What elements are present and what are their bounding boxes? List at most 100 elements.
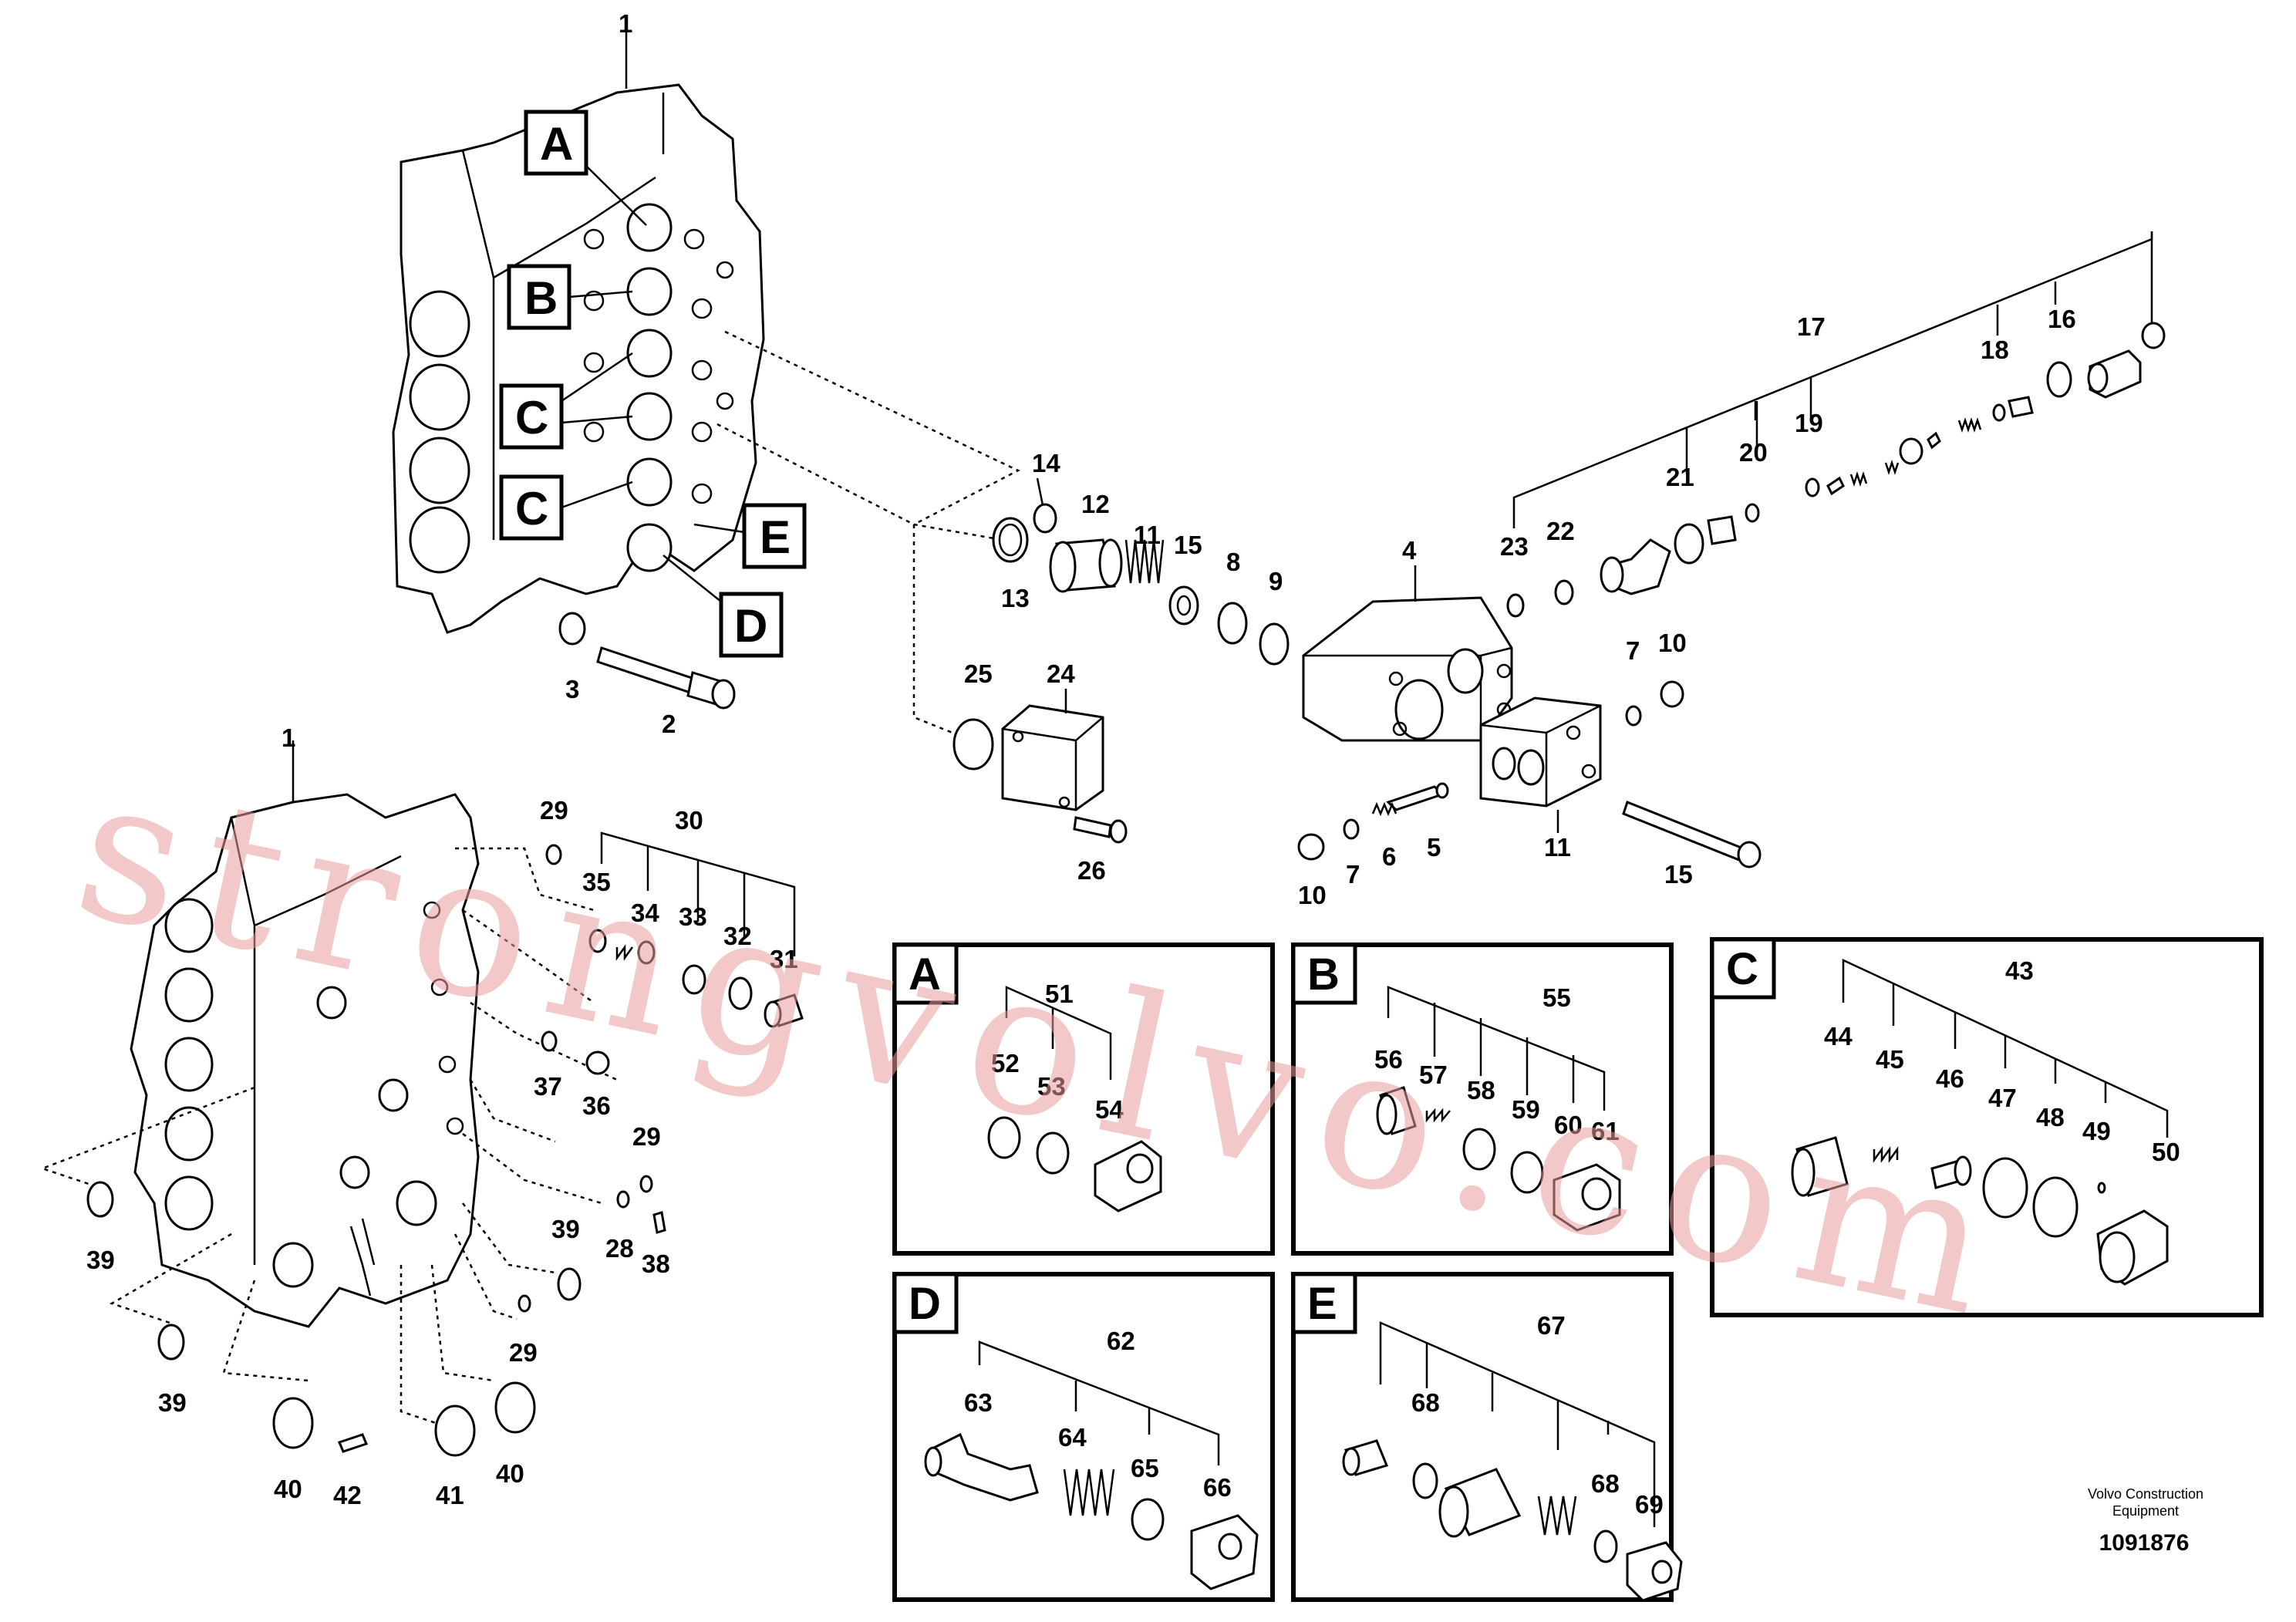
- part-label-53: 53: [1037, 1072, 1066, 1101]
- part-label-39-right: 39: [551, 1215, 580, 1243]
- part-label-40-right: 40: [496, 1459, 524, 1488]
- part-label-7-upper: 7: [1626, 636, 1640, 665]
- part-label-43: 43: [2005, 956, 2034, 985]
- part-label-30: 30: [675, 806, 703, 835]
- part-label-29-low: 29: [509, 1338, 538, 1367]
- part-label-24: 22: [1546, 517, 1575, 545]
- part-label-39-left: 39: [86, 1246, 115, 1274]
- part-label-57: 57: [1419, 1061, 1448, 1089]
- part-label-3: 3: [565, 675, 579, 703]
- svg-text:D: D: [734, 600, 767, 652]
- part-label-31: 31: [770, 945, 798, 973]
- part-label-12: 11: [1134, 521, 1161, 549]
- svg-text:B: B: [1307, 949, 1340, 1000]
- washer-icon: [558, 612, 586, 646]
- part-label-1: 1: [619, 9, 632, 38]
- spool-icon: [1049, 538, 1123, 593]
- bolt-icon: [596, 646, 736, 710]
- svg-text:E: E: [760, 511, 791, 563]
- part-label-68-lower: 68: [1591, 1469, 1620, 1498]
- part-label-58: 58: [1467, 1076, 1495, 1104]
- part-label-42: 42: [333, 1481, 362, 1509]
- part-label-56: 56: [1374, 1045, 1403, 1074]
- part-label-33: 33: [679, 902, 707, 931]
- callout-box-a: A: [524, 110, 647, 226]
- part-label-2: 2: [662, 710, 676, 738]
- part-label-40-left: 40: [274, 1475, 302, 1503]
- spring-icon: [1124, 539, 1165, 584]
- part-label-26: 24: [1047, 659, 1075, 688]
- detail-panel-a: A 51 52 53 54: [892, 943, 1275, 1256]
- valve-block-icon: [130, 793, 480, 1328]
- callout-box-d: D: [663, 555, 784, 658]
- part-label-17: 15: [1664, 860, 1693, 889]
- part-label-60: 60: [1554, 1111, 1583, 1139]
- part-label-29-top: 29: [540, 796, 568, 824]
- part-label-16: 15: [1174, 531, 1202, 559]
- callout-box-c-2: C: [499, 474, 633, 541]
- plug-icon: [1626, 1541, 1683, 1602]
- part-label-21: 19: [1795, 409, 1823, 437]
- part-label-19: 16: [2048, 305, 2076, 333]
- callout-box-b: B: [507, 264, 633, 330]
- part-label-47: 47: [1988, 1084, 2017, 1112]
- part-label-27: 25: [964, 659, 993, 688]
- part-label-54: 54: [1095, 1095, 1124, 1124]
- part-label-22: 20: [1739, 438, 1768, 467]
- part-label-39-bottom: 39: [158, 1388, 187, 1417]
- plug-icon: [1553, 1163, 1621, 1232]
- part-label-64: 64: [1058, 1423, 1087, 1452]
- part-label-65: 65: [1131, 1454, 1159, 1482]
- plug-icon: [764, 993, 804, 1028]
- detail-panel-b: B 55 56 57 58 59 60 61: [1291, 943, 1674, 1256]
- part-label-34: 34: [631, 899, 659, 927]
- valve-block-icon: [1479, 696, 1602, 808]
- plug-icon: [2087, 349, 2142, 399]
- drawing-number: 1091876: [2099, 1530, 2190, 1556]
- part-label-25: 23: [1500, 532, 1529, 561]
- part-label-29-mid: 29: [632, 1122, 661, 1151]
- part-label-68-upper: 68: [1411, 1388, 1440, 1417]
- callout-box-e: E: [693, 503, 807, 569]
- detail-panel-c: C 43 44 45 46 47 48 49 50: [1710, 937, 2264, 1317]
- part-label-15: 14: [1032, 449, 1060, 477]
- part-label-1-bottom: 1: [282, 723, 295, 752]
- valve-block-icon: [1302, 596, 1513, 742]
- part-label-14: 13: [1001, 584, 1030, 612]
- seat-icon: [1168, 585, 1199, 626]
- part-label-63: 63: [964, 1388, 993, 1417]
- svg-text:B: B: [524, 272, 558, 324]
- callout-box-c-1: C: [499, 352, 633, 450]
- part-label-5: 5: [1427, 833, 1441, 862]
- part-label-38: 38: [642, 1249, 670, 1278]
- part-label-10-upper: 10: [1658, 629, 1687, 657]
- svg-text:C: C: [515, 392, 548, 443]
- part-label-41: 41: [436, 1481, 464, 1509]
- cover-plate-icon: [1001, 704, 1104, 811]
- part-label-36: 36: [582, 1091, 611, 1120]
- part-label-10-lower: 10: [1298, 881, 1327, 909]
- plug-icon: [2096, 1209, 2169, 1286]
- company-name-line1: Volvo Construction: [2088, 1486, 2203, 1502]
- part-label-28: 26: [1077, 856, 1106, 885]
- part-label-45: 45: [1876, 1045, 1904, 1074]
- part-label-9: 9: [1269, 567, 1283, 595]
- cartridge-icon: [1600, 538, 1671, 595]
- part-label-51: 51: [1045, 980, 1074, 1008]
- svg-text:A: A: [540, 118, 573, 170]
- plug-icon: [1190, 1514, 1259, 1590]
- part-label-44: 44: [1824, 1022, 1853, 1050]
- part-label-23: 21: [1666, 463, 1694, 491]
- part-label-67: 67: [1537, 1311, 1566, 1340]
- part-label-11: 11: [1544, 833, 1571, 862]
- part-label-66: 66: [1203, 1473, 1232, 1502]
- part-label-35: 35: [582, 868, 611, 896]
- part-label-59: 59: [1512, 1095, 1540, 1124]
- part-label-62: 62: [1107, 1327, 1135, 1355]
- spool-icon: [924, 1432, 1039, 1502]
- part-label-46: 46: [1936, 1064, 1964, 1093]
- part-label-32: 32: [723, 922, 752, 950]
- sleeve-icon: [1438, 1468, 1522, 1538]
- part-label-61: 61: [1591, 1117, 1620, 1145]
